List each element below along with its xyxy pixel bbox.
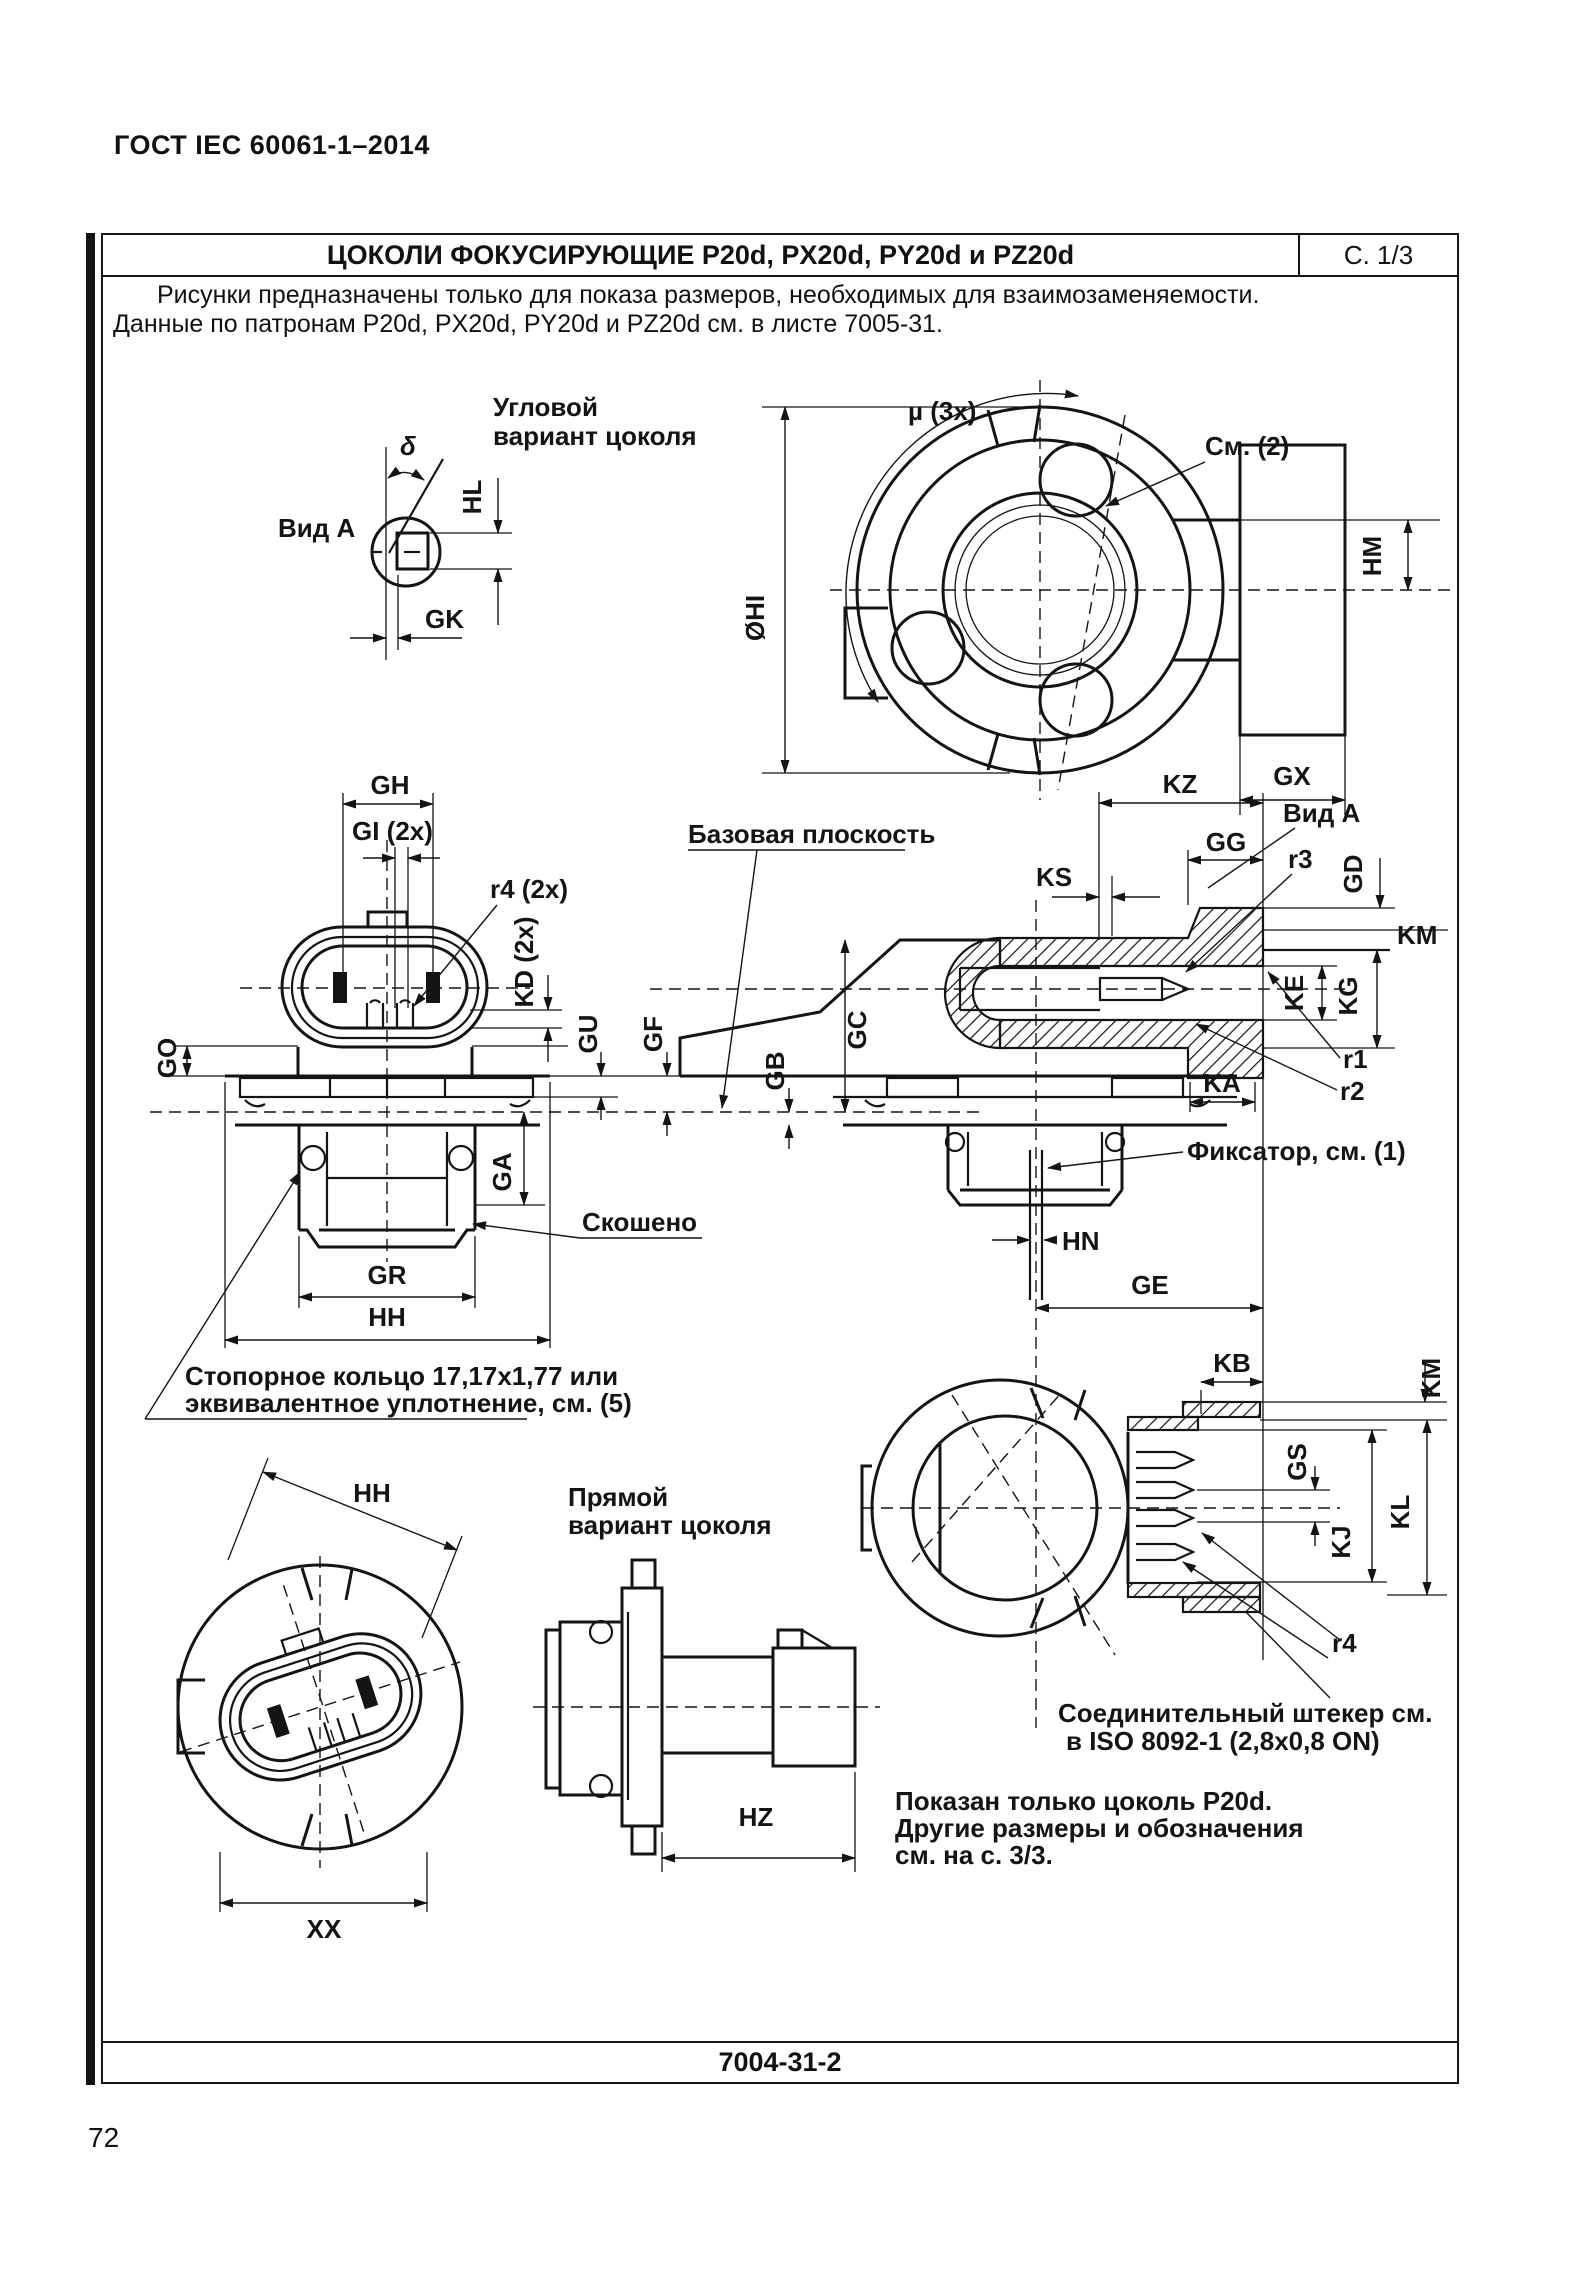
dim-r4-pin: r4	[1332, 1628, 1357, 1658]
chamfered-note: Скошено	[582, 1207, 697, 1237]
dim-kb: KB	[1213, 1348, 1251, 1378]
sheet-code: 7004-31-2	[103, 2041, 1457, 2082]
lock-note: Фиксатор, см. (1)	[1187, 1136, 1406, 1166]
dim-kl: KL	[1385, 1495, 1415, 1530]
dim-xx: XX	[307, 1914, 342, 1944]
dim-r4-2x: r4 (2x)	[490, 874, 568, 904]
base-plane-label: Базовая плоскость	[688, 819, 935, 849]
standard-number: ГОСТ IEC 60061-1–2014	[114, 130, 430, 160]
drawing-rotated-view: HH XX	[176, 1457, 464, 1944]
dim-kz: KZ	[1163, 769, 1198, 799]
dim-mu: µ (3x)	[908, 396, 976, 426]
angular-variant-line1: Угловой	[493, 392, 598, 422]
delta-label: δ	[400, 431, 416, 461]
dim-ga: GA	[487, 1152, 517, 1191]
drawing-pin-view: GS KJ KL KM KB r4	[860, 1348, 1447, 1699]
view-a-section-label: Вид A	[1283, 798, 1360, 828]
dim-r3: r3	[1288, 844, 1313, 874]
dim-kg: KG	[1333, 977, 1363, 1016]
lock-ring-note: Стопорное кольцо 17,17х1,77 или эквивале…	[144, 1171, 632, 1420]
dim-gh: GH	[371, 770, 410, 800]
shown-note-line2: Другие размеры и обозначения	[895, 1813, 1304, 1843]
lock-ring-line1: Стопорное кольцо 17,17х1,77 или	[185, 1361, 618, 1391]
dim-gf: GF	[638, 1016, 668, 1052]
dim-gu: GU	[573, 1015, 603, 1054]
dim-km-section: KM	[1397, 920, 1437, 950]
view-a-caption: Вид A	[278, 513, 355, 543]
dim-gr: GR	[368, 1260, 407, 1290]
dim-ke: KE	[1279, 975, 1309, 1011]
sheet-page-ref: С. 1/3	[1343, 239, 1414, 270]
dim-kd: KD (2x)	[509, 916, 539, 1007]
dim-r1: r1	[1343, 1044, 1368, 1074]
dim-hl: HL	[457, 480, 487, 515]
drawing-flange-view: µ (3x) См. (2) ØHI HM GX	[740, 380, 1450, 815]
straight-variant-line1: Прямой	[568, 1482, 668, 1512]
dim-gc: GC	[842, 1010, 872, 1049]
dim-hz: HZ	[739, 1802, 774, 1832]
drawing-view-a: Вид A Угловой вариант цоколя δ HL	[278, 392, 697, 660]
dim-gb: GB	[760, 1052, 790, 1091]
title-row: ЦОКОЛИ ФОКУСИРУЮЩИЕ P20d, PX20d, PY20d и…	[103, 235, 1457, 277]
dim-ks: KS	[1036, 862, 1072, 892]
lock-ring-line2: эквивалентное уплотнение, см. (5)	[185, 1388, 632, 1418]
technical-drawing: Вид A Угловой вариант цоколя δ HL	[144, 380, 1450, 1944]
revision-bar	[86, 233, 95, 2085]
shown-note-line1: Показан только цоколь P20d.	[895, 1786, 1272, 1816]
shown-note-line3: см. на с. 3/3.	[895, 1840, 1053, 1870]
dim-gs: GS	[1282, 1443, 1312, 1481]
dim-r2: r2	[1340, 1076, 1365, 1106]
dim-gk: GK	[425, 604, 464, 634]
drawing-front-view: GH GI (2x) r4 (2x) KD (2x)	[150, 770, 985, 1348]
intro-line-1: Рисунки предназначены только для показа …	[157, 281, 1260, 309]
dim-gd: GD	[1338, 855, 1368, 894]
dim-hm: HM	[1357, 536, 1387, 576]
connector-note-line1: Соединительный штекер см.	[1058, 1698, 1432, 1728]
straight-variant-line2: вариант цоколя	[568, 1510, 772, 1540]
dim-go: GO	[152, 1038, 182, 1078]
page-number: 72	[88, 2122, 120, 2153]
dim-hn: HN	[1062, 1226, 1100, 1256]
angular-variant-line2: вариант цоколя	[493, 421, 697, 451]
drawing-straight-view: Прямой вариант цоколя HZ	[533, 1482, 880, 1872]
dim-dia-hi: ØHI	[740, 595, 770, 641]
dim-gi: GI (2x)	[352, 816, 433, 846]
dim-ge: GE	[1131, 1270, 1169, 1300]
dim-gg: GG	[1206, 827, 1246, 857]
drawing-section-view: KZ Вид A GG r3 GD KM	[650, 769, 1448, 1728]
intro-text: Рисунки предназначены только для показа …	[113, 281, 1449, 339]
dim-gx: GX	[1273, 761, 1311, 791]
dim-hh-rotated: HH	[353, 1478, 391, 1508]
dim-kj: KJ	[1326, 1525, 1356, 1558]
intro-line-2: Данные по патронам P20d, PX20d, PY20d и …	[113, 310, 943, 338]
sheet-frame: ЦОКОЛИ ФОКУСИРУЮЩИЕ P20d, PX20d, PY20d и…	[101, 233, 1459, 2084]
connector-note-line2: в ISO 8092-1 (2,8х0,8 ON)	[1066, 1726, 1380, 1756]
bottom-notes: Соединительный штекер см. в ISO 8092-1 (…	[895, 1698, 1432, 1870]
dim-hh-front: HH	[368, 1302, 406, 1332]
connector-pins	[1136, 1450, 1196, 1562]
dim-ka: KA	[1203, 1068, 1241, 1098]
sheet-title: ЦОКОЛИ ФОКУСИРУЮЩИЕ P20d, PX20d, PY20d и…	[103, 235, 1300, 275]
dim-km-pin: KM	[1416, 1358, 1446, 1398]
